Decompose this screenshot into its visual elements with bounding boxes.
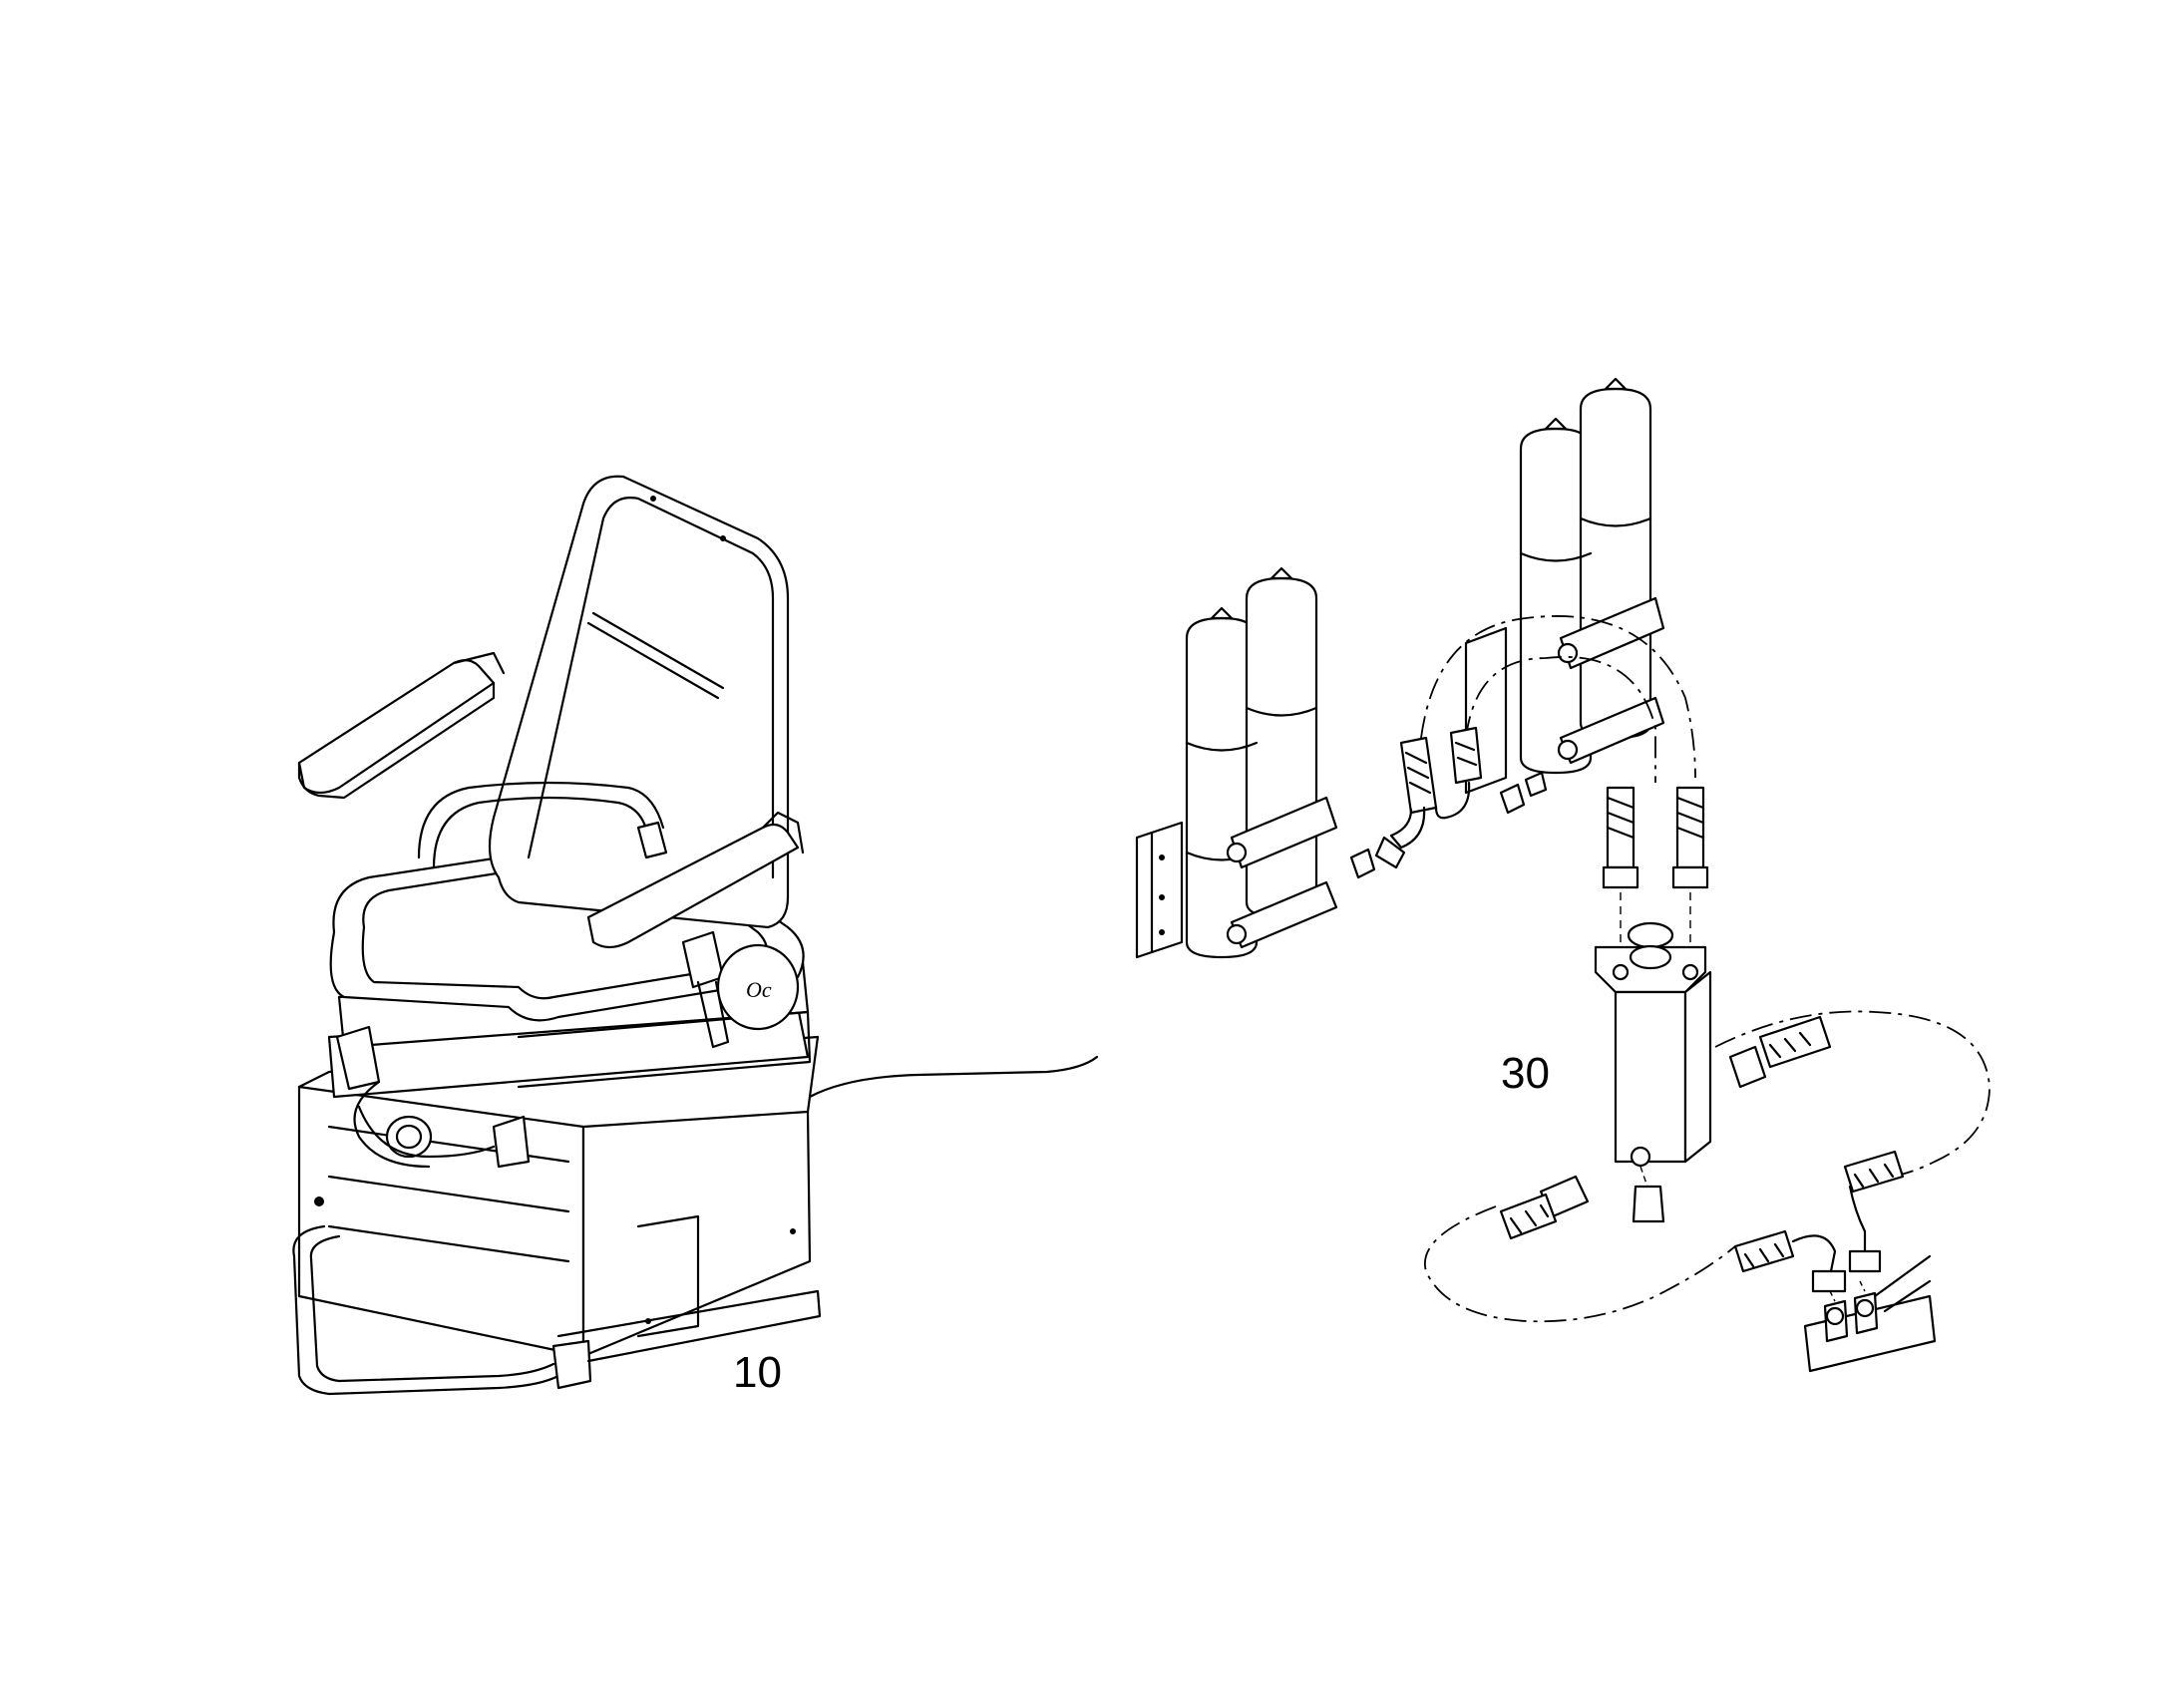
- retractor-mark: Oc: [746, 977, 772, 1002]
- callout-30: 30: [1501, 1049, 1550, 1098]
- accumulator-pair-right: [1464, 377, 1665, 795]
- operator-seat: Oc: [292, 475, 1099, 1396]
- callout-10: 10: [733, 1348, 782, 1397]
- hose-assembly: [1349, 615, 1991, 1373]
- accumulator-pair-left: [1135, 566, 1338, 959]
